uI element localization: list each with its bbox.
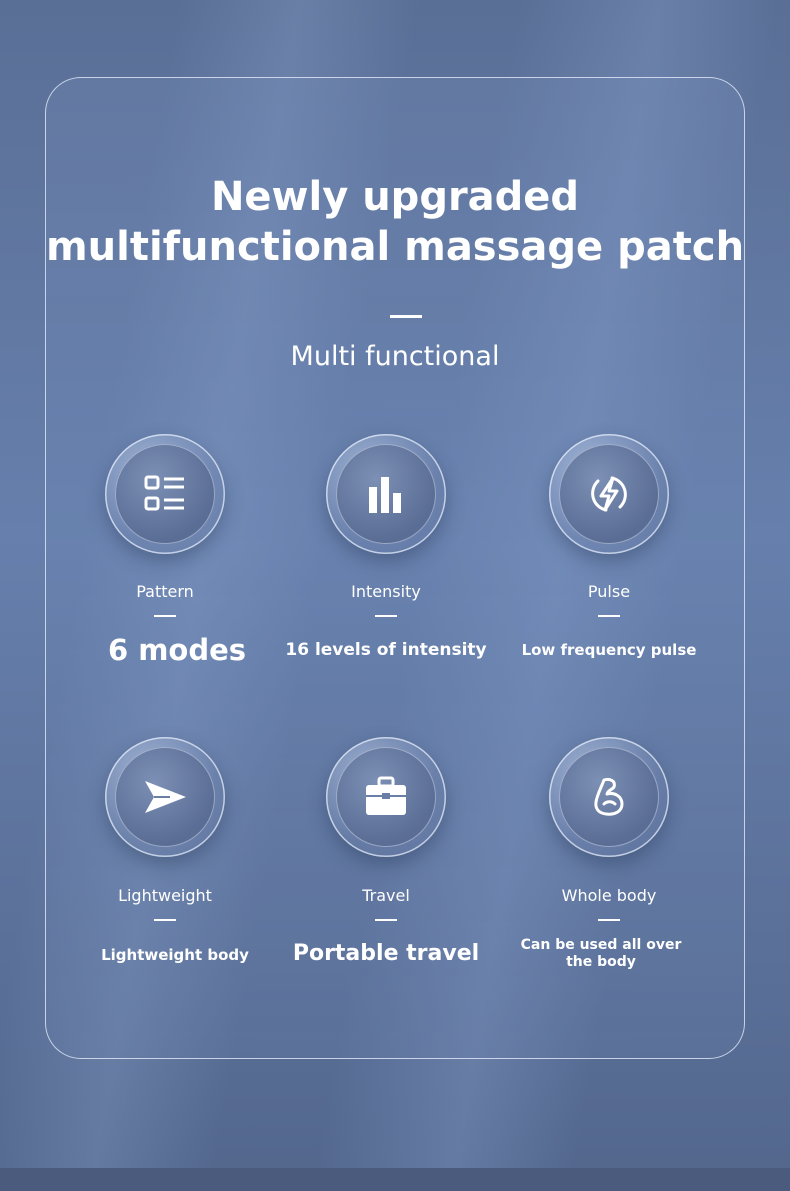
paper-plane-icon — [145, 781, 186, 813]
feature-label: Whole body — [561, 886, 657, 905]
icon-badge — [105, 434, 225, 554]
feature-label: Lightweight — [118, 886, 212, 905]
feature-card — [45, 77, 745, 1059]
bottom-strip — [0, 1168, 790, 1191]
page-title: Newly upgraded multifunctional massage p… — [0, 172, 790, 272]
feature-divider — [598, 615, 620, 617]
feature-value: 6 modes — [107, 633, 247, 667]
feature-label: Travel — [362, 886, 410, 905]
icon-badge — [549, 434, 669, 554]
icon-badge — [326, 434, 446, 554]
bar-chart-icon — [369, 477, 401, 513]
title-line-2: multifunctional massage patch — [45, 224, 745, 270]
feature-value: Lightweight body — [101, 946, 249, 964]
feature-value: Portable travel — [292, 941, 480, 966]
feature-label: Intensity — [351, 582, 421, 601]
title-line-1: Newly upgraded — [210, 174, 580, 220]
icon-badge — [326, 737, 446, 857]
feature-divider — [154, 919, 176, 921]
feature-label: Pattern — [136, 582, 194, 601]
feature-value: Low frequency pulse — [521, 641, 697, 659]
feature-divider — [598, 919, 620, 921]
feature-value: 16 levels of intensity — [285, 640, 487, 660]
briefcase-icon — [366, 776, 406, 815]
list-icon — [144, 475, 184, 511]
feature-value: Can be used all over the body — [520, 937, 682, 970]
lightning-icon — [591, 476, 627, 512]
subtitle: Multi functional — [290, 341, 500, 372]
feature-label: Pulse — [587, 582, 631, 601]
title-divider — [390, 315, 422, 318]
muscle-arm-icon — [594, 777, 624, 816]
feature-divider — [375, 919, 397, 921]
feature-divider — [375, 615, 397, 617]
icon-badge — [105, 737, 225, 857]
icon-badge — [549, 737, 669, 857]
feature-divider — [154, 615, 176, 617]
